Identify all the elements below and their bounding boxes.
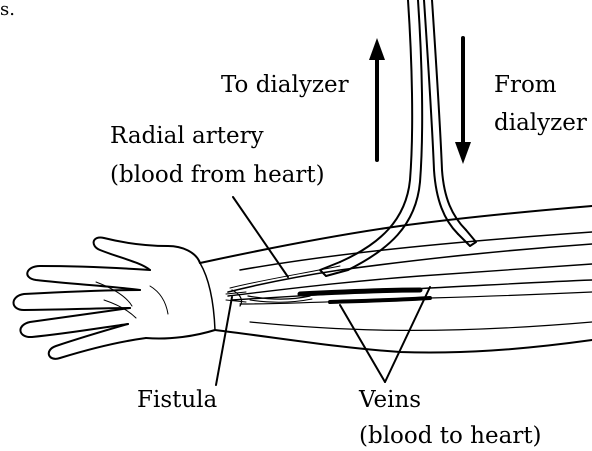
- from-dialyzer-label-line1: From: [494, 71, 557, 99]
- corner-text-fragment: s.: [0, 0, 15, 20]
- radial-artery-label-line2: (blood from heart): [110, 161, 325, 189]
- radial-artery: [228, 244, 592, 302]
- veins-label-line1: Veins: [359, 386, 421, 414]
- arrow-down-head-icon: [455, 142, 471, 164]
- hand: [14, 237, 216, 358]
- fistula-label: Fistula: [137, 386, 217, 414]
- forearm-outline: [200, 206, 592, 353]
- veins-label-line2: (blood to heart): [359, 422, 542, 450]
- arrow-up-head-icon: [369, 38, 385, 60]
- veins: [226, 264, 592, 306]
- flow-arrows: [369, 38, 471, 164]
- to-dialyzer-label: To dialyzer: [221, 71, 349, 99]
- from-dialyzer-label-line2: dialyzer: [494, 109, 587, 137]
- radial-artery-label-line1: Radial artery: [110, 122, 264, 150]
